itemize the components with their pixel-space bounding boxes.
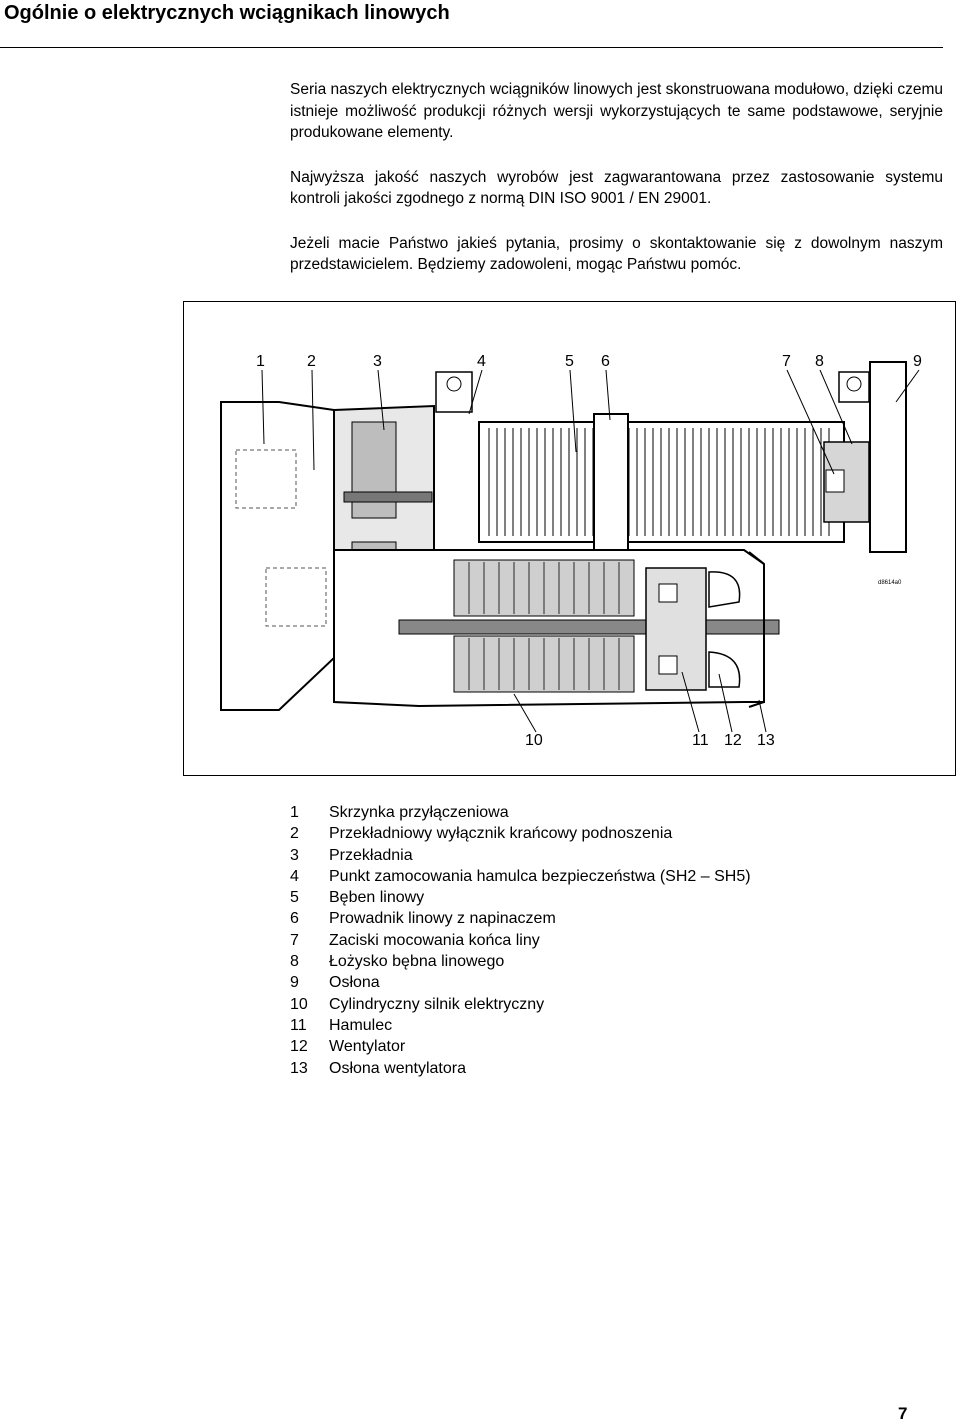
motor-shaft bbox=[398, 619, 780, 635]
legend-number: 6 bbox=[290, 910, 299, 928]
title-divider bbox=[0, 47, 943, 48]
callout-6: 6 bbox=[601, 353, 610, 370]
legend-label: Skrzynka przyłączeniowa bbox=[329, 804, 509, 821]
page-title: Ogólnie o elektrycznych wciągnikach lino… bbox=[4, 2, 450, 24]
drawing-code: d8614a0 bbox=[878, 580, 902, 586]
legend-item: 6 Prowadnik linowy z napinaczem bbox=[290, 908, 751, 929]
terminal-block-outline bbox=[265, 567, 327, 627]
legend-label: Łożysko bębna linowego bbox=[329, 953, 505, 971]
page-number: 7 bbox=[898, 1404, 908, 1423]
legend-item: 4 Punkt zamocowania hamulca bezpieczeństw… bbox=[290, 866, 751, 887]
hoist-cross-section-figure: 1 2 3 4 5 6 7 8 9 10 11 12 13 d8614a0 bbox=[183, 301, 956, 776]
rope-end-clamps bbox=[825, 469, 845, 493]
intro-paragraph-3: Jeżeli macie Państwo jakieś pytania, pro… bbox=[290, 234, 943, 274]
limit-switch-outline bbox=[235, 449, 297, 509]
brake-mount-bracket bbox=[435, 371, 473, 413]
rope-guide bbox=[593, 413, 629, 551]
legend-item: 3 Przekładnia bbox=[290, 845, 751, 866]
legend-number: 11 bbox=[290, 1016, 307, 1034]
callout-12: 12 bbox=[724, 732, 742, 749]
legend-label: Przekładnia bbox=[329, 846, 413, 864]
legend-number: 13 bbox=[290, 1059, 308, 1077]
legend-label: Prowadnik linowy z napinaczem bbox=[329, 910, 556, 928]
callout-13: 13 bbox=[757, 732, 775, 749]
legend-label: Osłona bbox=[329, 974, 380, 992]
rope-grooves bbox=[488, 428, 830, 536]
fan-blades bbox=[708, 571, 741, 688]
callout-3: 3 bbox=[373, 353, 382, 370]
callout-9: 9 bbox=[913, 353, 922, 370]
legend-number: 4 bbox=[290, 867, 299, 885]
legend-number: 2 bbox=[290, 825, 299, 843]
legend-item: 2 Przekładniowy wyłącznik krańcowy podnos… bbox=[290, 823, 751, 844]
legend-item: 12 Wentylator bbox=[290, 1036, 751, 1057]
callout-7: 7 bbox=[782, 353, 791, 370]
legend-number: 5 bbox=[290, 889, 299, 907]
legend-list: 1 Skrzynka przyłączeniowa 2 Przekładniowy … bbox=[290, 802, 751, 1079]
legend-number: 9 bbox=[290, 974, 299, 992]
legend-number: 3 bbox=[290, 846, 299, 864]
legend-label: Bęben linowy bbox=[329, 889, 425, 907]
gear-shaft bbox=[343, 491, 433, 503]
legend-number: 8 bbox=[290, 953, 299, 971]
legend-item: 1 Skrzynka przyłączeniowa bbox=[290, 802, 751, 823]
legend-item: 5 Bęben linowy bbox=[290, 887, 751, 908]
terminal-box-shape bbox=[220, 401, 335, 711]
callout-5: 5 bbox=[565, 353, 574, 370]
end-cover bbox=[869, 361, 907, 553]
legend-item: 13 Osłona wentylatora bbox=[290, 1058, 751, 1079]
legend-item: 7 Zaciski mocowania końca liny bbox=[290, 930, 751, 951]
legend-number: 12 bbox=[290, 1038, 308, 1056]
legend-item: 8 Łożysko bębna linowego bbox=[290, 951, 751, 972]
legend-label: Zaciski mocowania końca liny bbox=[329, 931, 540, 949]
intro-paragraph-1: Seria naszych elektrycznych wciągników l… bbox=[290, 81, 944, 141]
callout-1: 1 bbox=[256, 353, 265, 370]
callout-4: 4 bbox=[477, 353, 486, 370]
legend-item: 10 Cylindryczny silnik elektryczny bbox=[290, 994, 751, 1015]
legend-label: Przekładniowy wyłącznik krańcowy podnosz… bbox=[329, 825, 673, 843]
callout-10: 10 bbox=[525, 732, 543, 749]
legend-label: Hamulec bbox=[329, 1016, 393, 1034]
callout-leaders bbox=[261, 369, 920, 733]
hoist-cross-section-drawing: 1 2 3 4 5 6 7 8 9 10 11 12 13 d8614a0 bbox=[220, 353, 922, 749]
legend-number: 10 bbox=[290, 995, 308, 1013]
legend-label: Punkt zamocowania hamulca bezpieczeństwa… bbox=[329, 867, 751, 885]
legend-number: 1 bbox=[290, 804, 299, 821]
callout-8: 8 bbox=[815, 353, 824, 370]
legend-label: Wentylator bbox=[329, 1038, 406, 1056]
legend-item: 11 Hamulec bbox=[290, 1015, 751, 1036]
intro-text: Seria naszych elektrycznych wciągników l… bbox=[290, 79, 943, 299]
legend-label: Osłona wentylatora bbox=[329, 1059, 466, 1077]
stator-windings bbox=[468, 562, 620, 690]
callout-11: 11 bbox=[692, 732, 709, 749]
fan-cover bbox=[748, 551, 765, 708]
callout-2: 2 bbox=[307, 353, 316, 370]
legend-number: 7 bbox=[290, 931, 299, 949]
gear-upper bbox=[351, 421, 397, 519]
legend-label: Cylindryczny silnik elektryczny bbox=[329, 995, 545, 1013]
intro-paragraph-2: Najwyższa jakość naszych wyrobów jest za… bbox=[290, 168, 943, 208]
legend-item: 9 Osłona bbox=[290, 972, 751, 993]
